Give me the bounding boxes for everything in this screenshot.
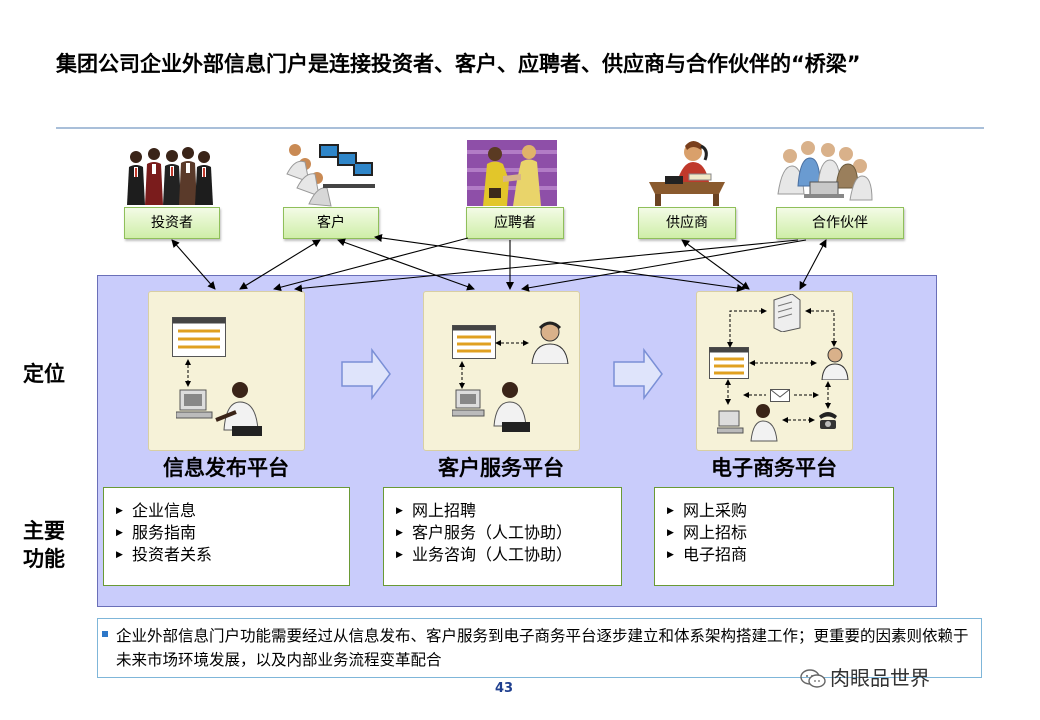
function-box-service: ▶网上招聘 ▶客户服务（人工协助） ▶业务咨询（人工协助） (383, 487, 622, 586)
page-number: 43 (495, 681, 514, 696)
web-page-icon (172, 317, 226, 357)
platform-name-info: 信息发布平台 (163, 456, 289, 480)
envelope-icon (770, 389, 790, 402)
computer-user-icon (452, 382, 530, 432)
function-item: ▶客户服务（人工协助） (396, 523, 573, 542)
row-label-positioning: 定位 (23, 362, 65, 386)
note-text: 企业外部信息门户功能需要经过从信息发布、客户服务到电子商务平台逐步建立和体系架构… (116, 627, 969, 669)
function-item: ▶服务指南 (116, 523, 197, 542)
function-item: ▶网上招聘 (396, 501, 477, 520)
bullet-icon: ▶ (667, 528, 674, 538)
support-agent-icon (531, 321, 569, 364)
function-item: ▶网上采购 (667, 501, 748, 520)
call-center-icon (286, 144, 375, 207)
title-divider (56, 127, 984, 129)
note-box: 企业外部信息门户功能需要经过从信息发布、客户服务到电子商务平台逐步建立和体系架构… (97, 618, 982, 678)
support-agent-icon (821, 347, 849, 380)
web-page-icon (709, 347, 749, 379)
team-meeting-icon (777, 141, 873, 201)
function-box-info: ▶企业信息 ▶服务指南 ▶投资者关系 (103, 487, 350, 586)
bullet-icon: ▶ (116, 550, 123, 560)
bullet-icon: ▶ (396, 550, 403, 560)
function-item: ▶企业信息 (116, 501, 197, 520)
bullet-icon: ▶ (116, 506, 123, 516)
computer-user-icon (717, 404, 778, 442)
telephone-icon (819, 412, 837, 429)
desk-phone-icon (649, 141, 725, 206)
stakeholder-label-customer: 客户 (283, 207, 379, 239)
progress-arrow-2 (613, 347, 663, 401)
platform-name-ecommerce: 电子商务平台 (711, 456, 837, 480)
row-label-functions: 主要功能 (23, 519, 65, 571)
page-title: 集团公司企业外部信息门户是连接投资者、客户、应聘者、供应商与合作伙伴的“桥梁” (56, 52, 861, 76)
watermark-text: 肉眼品世界 (830, 666, 930, 690)
business-people-icon (127, 147, 213, 205)
function-item: ▶投资者关系 (116, 545, 213, 564)
bullet-icon: ▶ (396, 528, 403, 538)
platform-name-service: 客户服务平台 (438, 456, 564, 480)
bullet-icon: ▶ (396, 506, 403, 516)
handshake-icon (467, 140, 557, 206)
stakeholder-label-partner: 合作伙伴 (776, 207, 904, 239)
server-icon (773, 294, 801, 332)
function-item: ▶电子招商 (667, 545, 748, 564)
bullet-icon: ▶ (116, 528, 123, 538)
stakeholder-label-applicant: 应聘者 (466, 207, 564, 239)
wechat-icon (800, 669, 826, 688)
function-item: ▶网上招标 (667, 523, 748, 542)
bullet-icon: ▶ (667, 506, 674, 516)
bullet-icon: ▶ (667, 550, 674, 560)
stakeholder-label-investor: 投资者 (124, 207, 220, 239)
function-item: ▶业务咨询（人工协助） (396, 545, 573, 564)
progress-arrow-1 (341, 347, 391, 401)
computer-user-icon (176, 382, 262, 436)
function-box-ecommerce: ▶网上采购 ▶网上招标 ▶电子招商 (654, 487, 894, 586)
note-bullet-icon (102, 631, 108, 637)
